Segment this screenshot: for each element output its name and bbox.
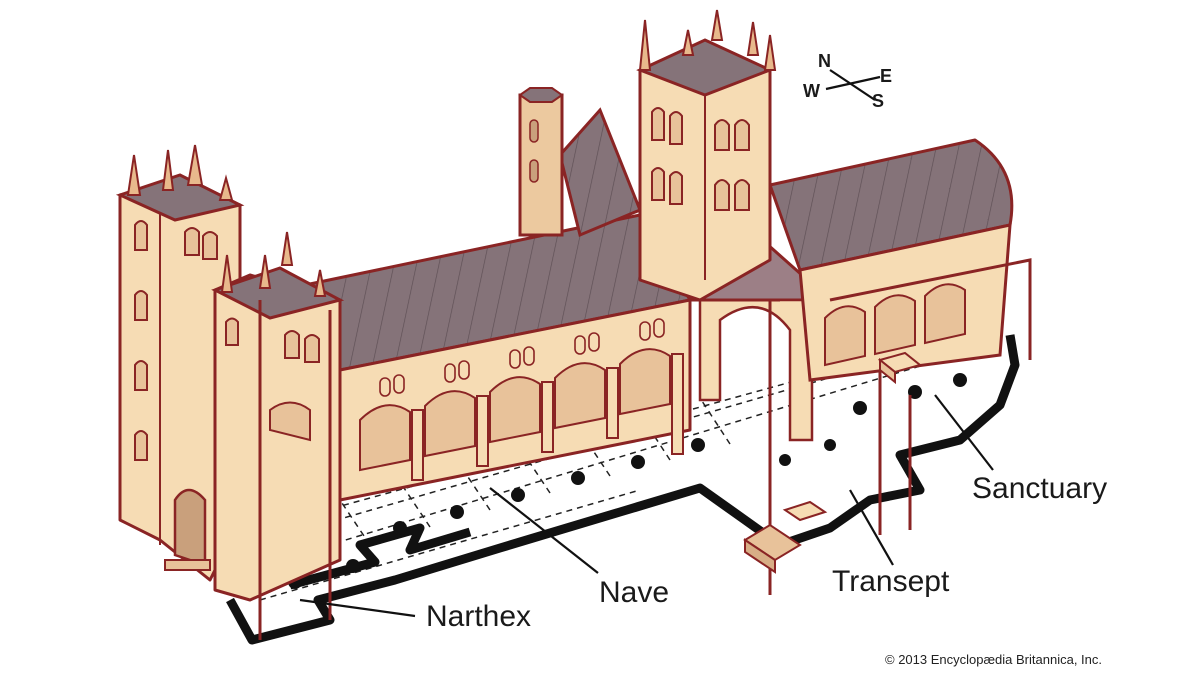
leader-lines — [299, 394, 994, 618]
label-sanctuary: Sanctuary — [972, 472, 1108, 505]
floor-walls-north — [288, 523, 472, 590]
label-transept: Transept — [832, 565, 950, 598]
copyright-credit: © 2013 Encyclopædia Britannica, Inc. — [885, 652, 1102, 667]
leader-nave — [489, 487, 599, 574]
nave-arcade-wall — [338, 298, 692, 502]
leader-transept — [849, 489, 894, 566]
compass-east: E — [880, 66, 893, 86]
label-narthex: Narthex — [426, 600, 532, 633]
crossing-tower — [636, 9, 777, 302]
transept-altar — [743, 500, 828, 574]
north-transept-roof — [558, 107, 642, 238]
narthex-tower — [211, 231, 345, 640]
west-door — [173, 488, 207, 567]
stair-turret — [518, 87, 564, 237]
compass-rose — [825, 69, 881, 101]
compass-south: S — [872, 91, 885, 111]
compass-west: W — [803, 81, 820, 101]
choir-arcade-wall — [798, 223, 1032, 382]
label-nave: Nave — [599, 576, 670, 609]
leader-sanctuary — [934, 394, 994, 471]
sanctuary-altar — [877, 351, 923, 385]
compass-north: N — [818, 51, 831, 71]
leader-narthex — [299, 598, 416, 618]
